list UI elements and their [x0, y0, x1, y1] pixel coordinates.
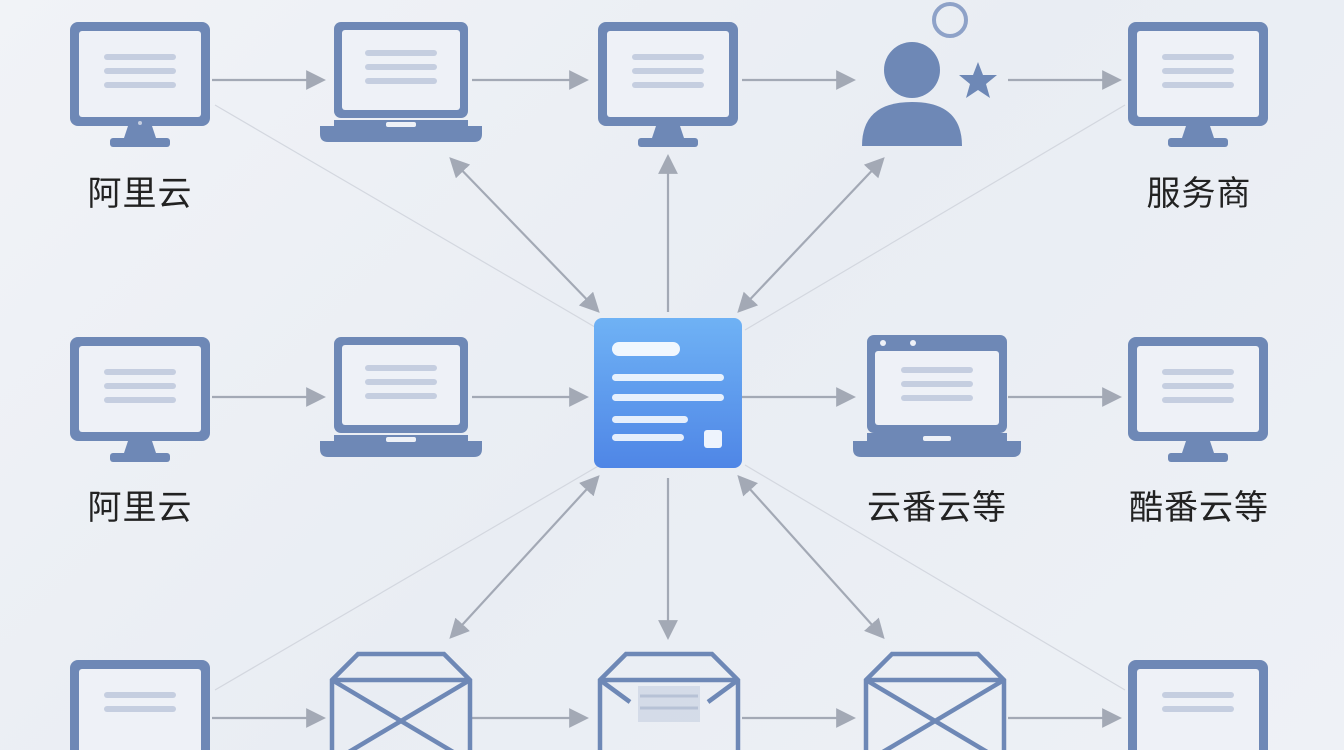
laptop-icon — [320, 337, 482, 457]
monitor-icon — [1128, 660, 1268, 750]
monitor-icon — [1128, 337, 1268, 462]
monitor-icon — [70, 660, 210, 750]
hub-arrow-up-right — [737, 157, 885, 313]
label-mid-right-1: 云番云等 — [867, 488, 1007, 528]
monitor-icon — [70, 337, 210, 462]
monitor-icon — [598, 22, 738, 147]
document-hub-icon — [594, 318, 742, 468]
label-top-right: 服务商 — [1146, 174, 1252, 214]
flow-arrows — [212, 70, 1122, 728]
label-mid-left: 阿里云 — [87, 488, 193, 528]
hub-arrow-down-left — [449, 475, 600, 639]
hub-arrows — [449, 154, 885, 640]
laptop-icon — [853, 335, 1021, 457]
hub-arrow-up-left — [449, 157, 600, 313]
laptop-icon — [320, 22, 482, 142]
box-icon — [863, 651, 1007, 750]
user-star-icon — [862, 2, 997, 146]
hub-arrow-down-right — [737, 475, 885, 639]
monitor-icon — [1128, 22, 1268, 147]
label-top-left: 阿里云 — [87, 174, 193, 214]
monitor-icon — [70, 22, 210, 147]
label-mid-right-2: 酷番云等 — [1129, 488, 1269, 528]
box-icon — [597, 651, 741, 750]
box-icon — [329, 651, 473, 750]
